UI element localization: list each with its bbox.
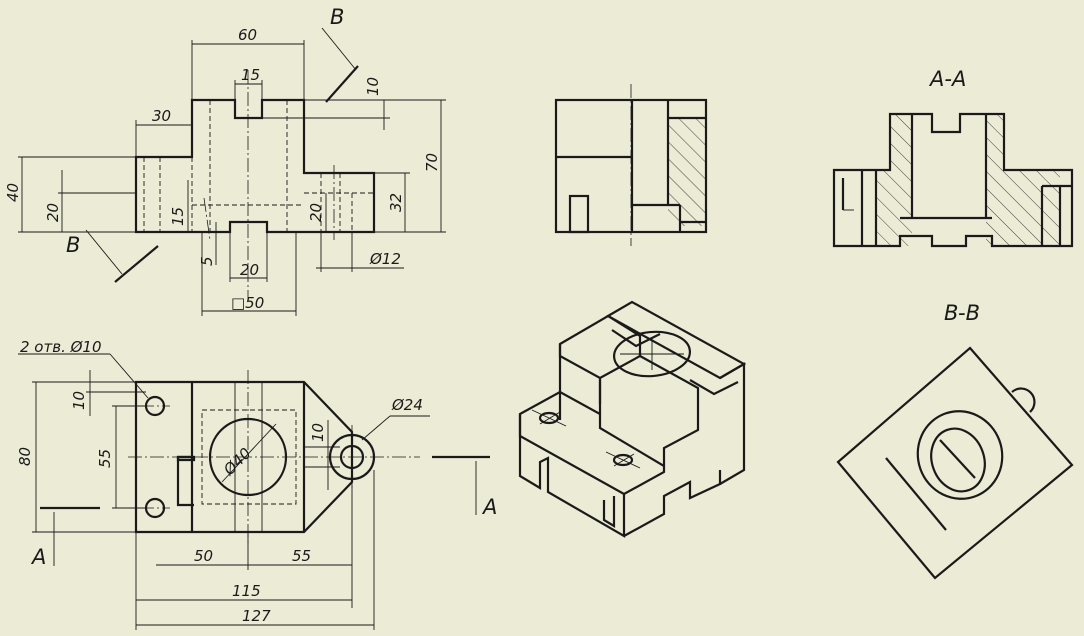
dim-55: 55 bbox=[292, 547, 311, 565]
isometric-view bbox=[518, 300, 747, 538]
dim-diam-40: Ø40 bbox=[219, 444, 254, 479]
dim-115: 115 bbox=[232, 582, 261, 600]
dim-32: 32 bbox=[387, 193, 405, 212]
dim-30: 30 bbox=[152, 107, 171, 125]
dim-diam-12: Ø12 bbox=[369, 250, 401, 268]
dim-20-bottom: 20 bbox=[240, 261, 259, 279]
note-2-holes: 2 отв. Ø10 bbox=[20, 338, 102, 356]
dim-60: 60 bbox=[238, 26, 257, 44]
dim-15-bottom: 15 bbox=[169, 207, 187, 226]
dim-15-slot: 15 bbox=[241, 66, 260, 84]
section-bb-title: B-B bbox=[944, 301, 980, 325]
dim-diam-24: Ø24 bbox=[391, 396, 423, 414]
section-aa-title: A-A bbox=[928, 67, 966, 91]
dim-55-holes: 55 bbox=[96, 449, 114, 468]
dim-20-right: 20 bbox=[307, 203, 325, 222]
dim-127: 127 bbox=[242, 607, 271, 625]
dim-10-slot: 10 bbox=[364, 77, 382, 96]
dim-10-hole: 10 bbox=[70, 391, 88, 410]
dim-5: 5 bbox=[198, 256, 216, 266]
dim-10-lug: 10 bbox=[309, 423, 327, 442]
dim-50: 50 bbox=[194, 547, 213, 565]
side-view bbox=[554, 84, 708, 246]
top-view: A A 2 bbox=[16, 338, 497, 630]
section-aa: A-A bbox=[832, 67, 1074, 248]
dim-square-50: □50 bbox=[231, 294, 264, 312]
dim-80: 80 bbox=[16, 447, 34, 466]
cut-label-b-top: B bbox=[330, 5, 344, 29]
dim-20-left: 20 bbox=[44, 203, 62, 222]
section-bb: B-B bbox=[836, 301, 1074, 580]
dim-40: 40 bbox=[4, 183, 22, 202]
dim-70: 70 bbox=[423, 153, 441, 172]
cut-label-b-bottom: B bbox=[66, 233, 80, 257]
cut-label-a-left: A bbox=[30, 545, 46, 569]
front-view: 60 15 30 10 70 40 20 15 5 20 □50 20 32 Ø… bbox=[4, 5, 446, 316]
cut-label-a-right: A bbox=[481, 495, 497, 519]
